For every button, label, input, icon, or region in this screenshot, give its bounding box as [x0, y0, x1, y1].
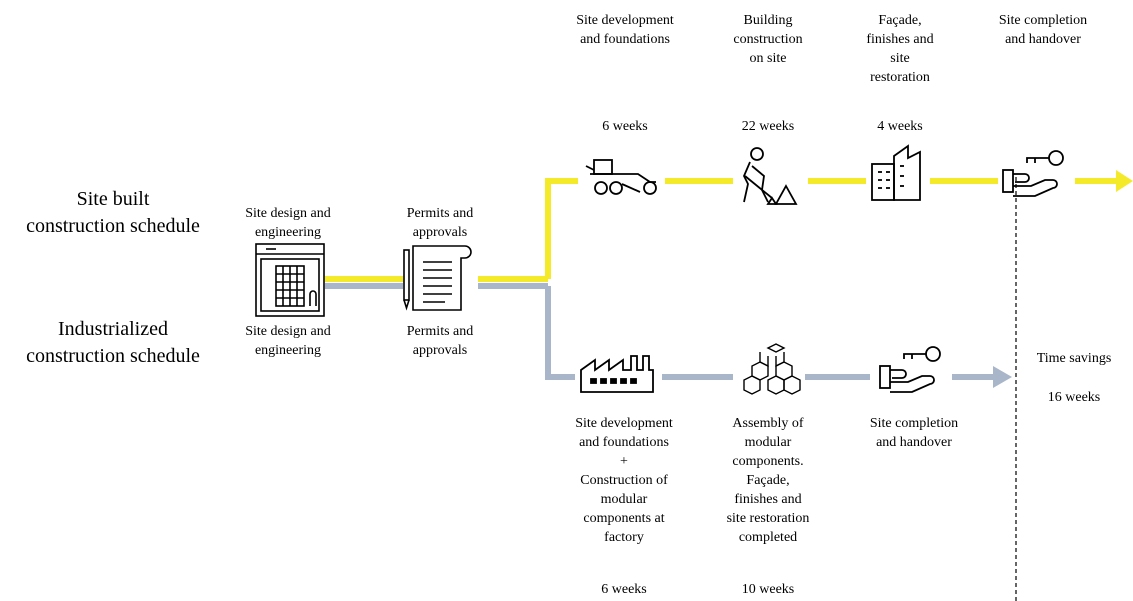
- hand-key-icon-top: [1002, 150, 1064, 197]
- industrialized-arrowhead: [993, 366, 1012, 388]
- industrialized-branch: [545, 286, 575, 380]
- blueprint-icon: [255, 243, 325, 317]
- hand-key-icon-bottom: [879, 346, 941, 393]
- site-built-stage-3-duration: 4 weeks: [877, 119, 923, 134]
- worker-digging-icon: [743, 147, 798, 205]
- site-built-stage-2-label: Building construction on site: [733, 13, 803, 66]
- site-built-stage-1-label: Site development and foundations: [576, 13, 674, 47]
- cubes-icon: [743, 343, 801, 395]
- permits-label-top: Permits and approvals: [406, 206, 474, 240]
- site-built-row-label: Site built construction schedule: [26, 188, 200, 237]
- factory-icon: [580, 355, 654, 393]
- industrialized-stage-1-duration: 6 weeks: [601, 582, 647, 597]
- site-built-stage-3-label: Façade, finishes and site restoration: [866, 13, 934, 85]
- industrialized-stage-3-label: Site completion and handover: [869, 416, 959, 450]
- time-savings-label: Time savings: [1036, 351, 1112, 366]
- industrialized-stage-1-label: Site development and foundations + Const…: [575, 416, 673, 545]
- design-label-top: Site design and engineering: [245, 206, 331, 240]
- design-label-bottom: Site design and engineering: [245, 324, 331, 358]
- industrialized-stage-2-duration: 10 weeks: [741, 582, 795, 597]
- site-built-stage-4-label: Site completion and handover: [998, 13, 1088, 47]
- site-built-arrowhead: [1116, 170, 1133, 192]
- scroll-pen-icon: [403, 245, 472, 311]
- industrialized-stage-2-label: Assembly of modular components. Façade, …: [726, 416, 810, 545]
- site-built-branch: [545, 178, 578, 279]
- permits-label-bottom: Permits and approvals: [406, 324, 474, 358]
- site-built-stage-1-duration: 6 weeks: [602, 119, 648, 134]
- industrialized-row-label: Industrialized construction schedule: [26, 318, 200, 367]
- buildings-icon: [871, 144, 921, 201]
- time-savings-value: 16 weeks: [1047, 390, 1101, 405]
- site-built-stage-2-duration: 22 weeks: [741, 119, 795, 134]
- grader-icon: [585, 159, 657, 195]
